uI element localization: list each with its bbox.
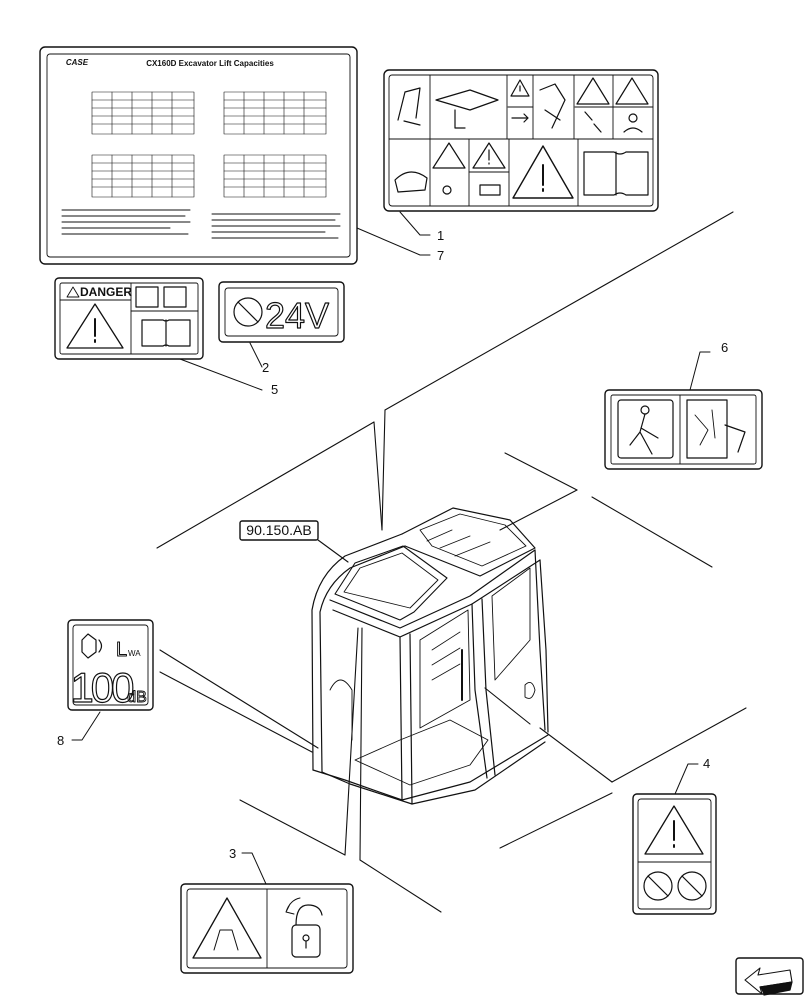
boom-icon [397, 87, 421, 126]
callout-1: 1 [437, 228, 444, 243]
danger-heading: DANGER [80, 285, 132, 299]
crush-warning-icon [576, 77, 610, 105]
decal-24v[interactable]: 24V [218, 281, 345, 343]
excavator-hazard-icon [394, 171, 428, 193]
warning-triangle-icon-4 [644, 805, 704, 855]
hazard-pictogram-b-icon [163, 286, 187, 308]
padlock-icon [291, 924, 321, 958]
callout-6: 6 [721, 340, 728, 355]
lift-chart-tables [91, 91, 327, 198]
bucket-icon [539, 83, 566, 129]
hammer-hand-icon [724, 424, 746, 453]
reference-label-text: 90.150.AB [246, 522, 311, 538]
noise-unit: dB [127, 689, 147, 706]
lift-chart-brand: CASE [66, 58, 89, 67]
decal-lift-capacity-chart[interactable]: CASE CX160D Excavator Lift Capacities [39, 46, 358, 265]
decal-lock-lever[interactable] [180, 883, 354, 974]
no-cleaning-icon [677, 871, 707, 901]
unlock-arrow-icon [285, 897, 301, 915]
callout-5: 5 [271, 382, 278, 397]
manual-small-icon [479, 184, 501, 196]
no-climbing-icon [643, 871, 673, 901]
noise-unit-subscript: WA [128, 649, 141, 658]
decal-noise-level[interactable]: L WA 100 dB [67, 619, 154, 712]
callout-7: 7 [437, 248, 444, 263]
no-welding-icon [233, 297, 263, 327]
arrow-left-icon [744, 967, 793, 995]
warning-triangle-icon-2 [432, 142, 466, 169]
crush-hazard-triangle-icon [192, 897, 262, 959]
operator-cab [311, 507, 549, 805]
voltage-text: 24V [265, 295, 329, 336]
callout-4: 4 [703, 756, 710, 771]
danger-large-triangle-icon [66, 303, 124, 349]
callout-3: 3 [229, 846, 236, 861]
operator-seated-icon [628, 113, 638, 123]
warning-triangle-icon [510, 79, 530, 97]
leader-lines [156, 211, 747, 913]
exit-sign-icon [617, 399, 674, 459]
callout-numbers: 1 7 2 5 6 8 4 3 [57, 228, 728, 861]
read-manual-icon-2 [141, 319, 191, 347]
noise-value: 100 [70, 664, 133, 711]
decal-emergency-exit[interactable] [604, 389, 763, 470]
distance-icon [584, 111, 602, 133]
noise-unit-label: L [116, 639, 127, 661]
broken-glass-icon [686, 399, 728, 459]
lift-chart-title: CX160D Excavator Lift Capacities [146, 59, 274, 68]
fall-warning-icon [615, 77, 649, 105]
large-warning-triangle-icon [512, 145, 574, 199]
decal-warning-vertical[interactable] [632, 793, 717, 915]
decal-danger[interactable]: DANGER [54, 277, 204, 360]
running-person-icon [629, 413, 659, 455]
reference-label-box[interactable]: 90.150.AB [239, 520, 319, 541]
danger-small-triangle-icon [66, 286, 80, 298]
callout-leaders [71, 211, 711, 885]
lift-chart-footnotes [61, 209, 341, 239]
callout-2: 2 [262, 360, 269, 375]
arrow-right-icon [511, 113, 529, 123]
speaker-icon [81, 633, 97, 659]
hazard-pictogram-a-icon [135, 286, 159, 308]
warning-triangle-icon-3 [472, 142, 506, 169]
callout-8: 8 [57, 733, 64, 748]
key-icon [442, 185, 452, 195]
next-page-arrow[interactable] [735, 957, 804, 996]
read-manual-icon [583, 151, 649, 196]
decal-warning-pictograms[interactable] [383, 69, 659, 212]
arm-icon [435, 89, 499, 129]
